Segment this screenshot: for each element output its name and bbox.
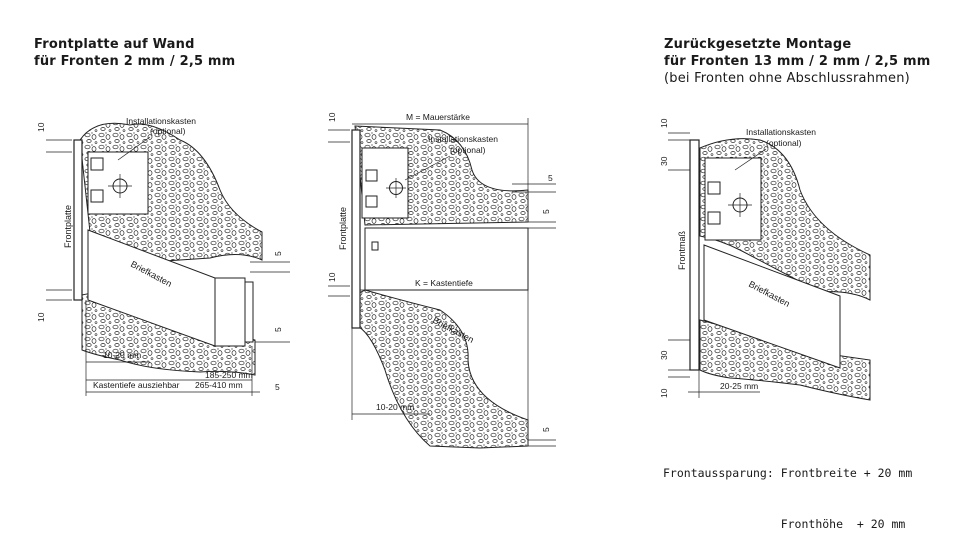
dim-box-depth: K = Kastentiefe [415, 278, 473, 288]
diagram-middle: Frontplatte Briefkasten Installationskas… [327, 112, 556, 449]
label-frontplatte-left: Frontplatte [63, 205, 73, 248]
label-install-box-middle-2: (optional) [450, 145, 486, 155]
dim-left-extendable: Kastentiefe ausziehbar [93, 380, 180, 390]
dim-middle-right-2: 5 [541, 209, 551, 214]
front-plate-left [73, 139, 83, 301]
front-plate-right [689, 139, 700, 371]
dim-left-offset: 10-20 mm [103, 350, 141, 360]
wall-lower-middle [354, 289, 529, 449]
dim-right-bottom-30: 30 [659, 350, 669, 360]
label-install-box-left-2: (optional) [150, 126, 186, 136]
diagram-left: Frontplatte Briefkasten Installationskas… [36, 116, 290, 396]
right-heading-line2: für Fronten 13 mm / 2 mm / 2,5 mm [664, 54, 931, 69]
recess-note-line2: Fronthöhe + 20 mm [663, 517, 906, 531]
dim-left-bottom: 10 [36, 312, 46, 322]
dim-left-range-1: 185-250 mm [205, 370, 253, 380]
recess-note: Frontaussparung: Frontbreite + 20 mm Fro… [663, 431, 912, 550]
right-heading-line3: (bei Fronten ohne Abschlussrahmen) [664, 71, 910, 86]
front-plate-middle [351, 129, 361, 329]
label-install-box-middle-1: Installationskasten [428, 134, 498, 144]
mounting-diagrams: Frontplatte Briefkasten Installationskas… [36, 112, 871, 449]
dim-right-offset: 20-25 mm [720, 381, 758, 391]
installation-box-right [704, 157, 762, 241]
dim-right-bottom-10: 10 [659, 388, 669, 398]
mailbox-body-middle [364, 227, 529, 291]
dim-left-range-2: 265-410 mm [195, 380, 243, 390]
dim-left-right-bottom: 5 [275, 382, 280, 392]
dim-wall-thickness: M = Mauerstärke [406, 112, 470, 122]
right-section-heading: Zurückgesetzte Montage für Fronten 13 mm… [664, 36, 931, 87]
label-frontplatte-middle: Frontplatte [338, 207, 348, 250]
dim-middle-bottom: 10 [327, 272, 337, 282]
dim-middle-top: 10 [327, 112, 337, 122]
dim-left-right-top: 5 [273, 251, 283, 256]
recess-note-line1: Frontaussparung: Frontbreite + 20 mm [663, 466, 913, 480]
dim-middle-right-3: 5 [541, 427, 551, 432]
dim-middle-right-1: 5 [548, 173, 553, 183]
dim-left-top: 10 [36, 122, 46, 132]
mailbox-body-right [703, 244, 841, 369]
left-heading-line2: für Fronten 2 mm / 2,5 mm [34, 54, 236, 69]
dim-middle-offset: 10-20 mm [376, 402, 414, 412]
label-install-box-left-1: Installationskasten [126, 116, 196, 126]
dim-left-right-mid: 5 [273, 327, 283, 332]
dim-right-top-30: 30 [659, 156, 669, 166]
diagram-right: Frontmaß Briefkasten Installationskasten… [659, 118, 871, 401]
label-frontmass-right: Frontmaß [677, 230, 687, 270]
dim-right-top-10: 10 [659, 118, 669, 128]
right-heading-line1: Zurückgesetzte Montage [664, 37, 852, 52]
left-section-heading: Frontplatte auf Wand für Fronten 2 mm / … [34, 36, 235, 70]
label-install-box-right-1: Installationskasten [746, 127, 816, 137]
left-heading-line1: Frontplatte auf Wand [34, 37, 195, 52]
label-install-box-right-2: (optional) [766, 138, 802, 148]
